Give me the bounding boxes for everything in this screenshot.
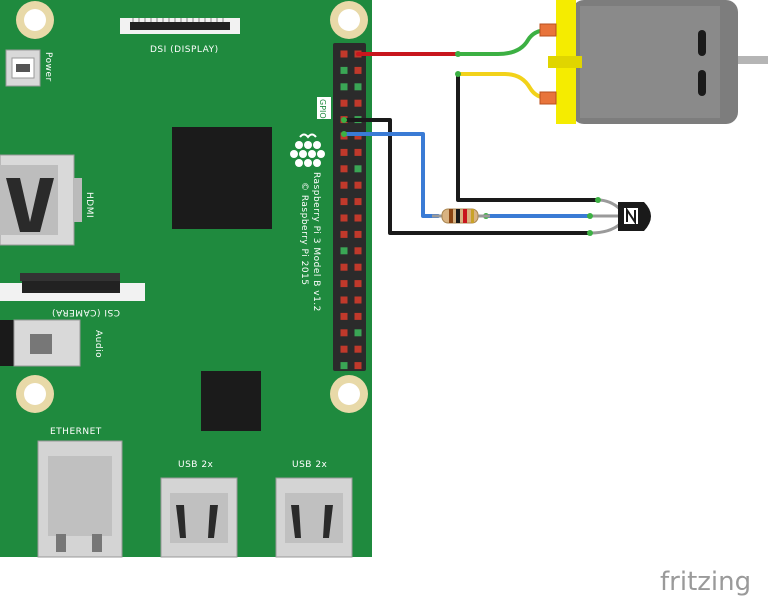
ethernet-label: ETHERNET [50, 427, 102, 437]
usb-port-1 [160, 477, 238, 558]
gpio-pin [354, 230, 362, 238]
gpio-pin [354, 198, 362, 206]
wire-blue-gpio [342, 132, 440, 218]
resistor [432, 208, 490, 224]
gpio-pin [354, 362, 362, 370]
gpio-pin [354, 181, 362, 189]
gpio-pin [354, 99, 362, 107]
copyright-label: © Raspberry Pi 2015 [299, 182, 309, 286]
raspberry-pi-board: DSI (DISPLAY) Power HDMI Raspberry Pi 3 … [0, 0, 372, 558]
gpio-pin [354, 280, 362, 288]
gpio-pin [340, 247, 348, 255]
wires [341, 28, 622, 236]
gpio-pin [354, 83, 362, 91]
wire-black-collector [456, 72, 600, 202]
gpio-pin [340, 280, 348, 288]
power-connector [5, 49, 41, 87]
gpio-pin [340, 296, 348, 304]
gpio-pin [340, 263, 348, 271]
gpio-pin [340, 83, 348, 91]
power-label: Power [43, 52, 53, 82]
gpio-pin [340, 198, 348, 206]
gpio-pin [340, 165, 348, 173]
motor-shaft [736, 56, 768, 64]
gpio-pin [340, 230, 348, 238]
gpio-pin [354, 148, 362, 156]
mounting-holes [16, 1, 368, 413]
gpio-pin [340, 312, 348, 320]
gpio-pin [340, 99, 348, 107]
ethernet-port [37, 440, 123, 558]
dsi-connector [120, 18, 240, 34]
csi-label: CSI (CAMERA) [52, 307, 120, 317]
gpio-label-box [317, 97, 331, 119]
gpio-pin [340, 181, 348, 189]
usb1-label: USB 2x [178, 460, 214, 470]
gpio-pin [340, 345, 348, 353]
hdmi-label: HDMI [84, 192, 94, 218]
gpio-pin [340, 66, 348, 74]
wire-black-gnd [342, 118, 592, 235]
soc-chip [172, 127, 272, 229]
hdmi-connector [0, 154, 82, 246]
gpio-pin [340, 148, 348, 156]
gpio-pin [354, 296, 362, 304]
gpio-pin [354, 214, 362, 222]
gpio-pin [354, 263, 362, 271]
model-label: Raspberry Pi 3 Model B v1.2 [311, 172, 321, 312]
gpio-pin [340, 214, 348, 222]
gpio-pin [354, 329, 362, 337]
gpio-pin [354, 66, 362, 74]
npn-transistor [618, 202, 651, 231]
fritzing-watermark: fritzing [660, 567, 751, 597]
csi-connector [0, 273, 145, 301]
gpio-pin [354, 345, 362, 353]
audio-label: Audio [93, 330, 103, 358]
gpio-pin [340, 50, 348, 58]
gpio-pin [340, 362, 348, 370]
dc-motor [539, 0, 768, 124]
gpio-header [333, 43, 366, 371]
usb2-label: USB 2x [292, 460, 328, 470]
gpio-pin [354, 165, 362, 173]
gpio-pin [354, 312, 362, 320]
dsi-label: DSI (DISPLAY) [150, 45, 219, 55]
audio-jack [0, 319, 81, 367]
raspberry-logo-icon [290, 133, 325, 167]
gpio-label: GPIO [318, 99, 327, 119]
usb-port-2 [275, 477, 353, 558]
lan-chip [201, 371, 261, 431]
gpio-pin [354, 247, 362, 255]
gpio-pin [340, 329, 348, 337]
